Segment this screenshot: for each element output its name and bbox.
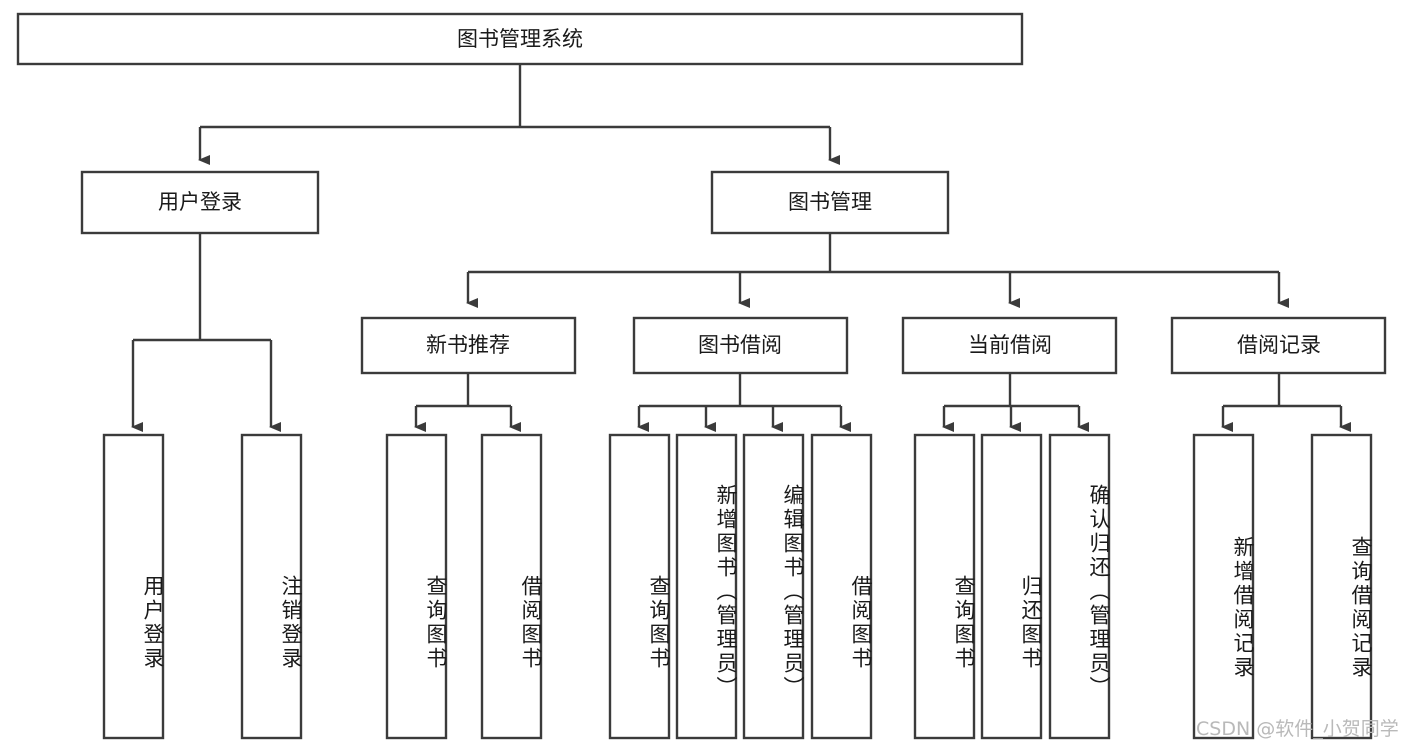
leaf-label-borrow-book-1: 借阅图书 <box>519 575 543 671</box>
leaf-label-user-login: 用户登录 <box>141 575 165 671</box>
node-user-login[interactable] <box>80 170 320 235</box>
leaf-label-query-borrow-record: 查询借阅记录 <box>1349 536 1373 680</box>
leaf-box-borrow-book-2[interactable] <box>810 433 873 740</box>
node-borrow-record[interactable] <box>1170 316 1387 375</box>
connector-borrow-record-to-leaves <box>1221 373 1351 432</box>
node-root-label: 图书管理系统 <box>457 27 583 51</box>
leaf-label-confirm-return-admin: 确认归还（管理员） <box>1087 483 1111 700</box>
node-root-library-system[interactable] <box>16 12 1024 66</box>
leaf-box-query-borrow-record[interactable] <box>1310 433 1373 740</box>
leaf-label-edit-book-admin: 编辑图书（管理员） <box>781 483 805 700</box>
node-book-borrow-label: 图书借阅 <box>698 333 782 357</box>
leaf-label-query-book-1: 查询图书 <box>424 575 448 671</box>
leaf-box-edit-book-admin[interactable] <box>742 433 805 740</box>
node-book-borrow[interactable] <box>632 316 849 375</box>
leaf-label-logout: 注销登录 <box>279 575 303 671</box>
leaf-label-add-book-admin: 新增图书（管理员） <box>714 483 738 700</box>
connector-book-borrow-to-leaves <box>637 373 851 432</box>
leaf-label-borrow-book-2: 借阅图书 <box>849 575 873 671</box>
leaf-box-query-book-3[interactable] <box>913 433 976 740</box>
node-new-book-recommend[interactable] <box>360 316 577 375</box>
connector-book-mgmt-to-level3 <box>466 233 1289 308</box>
leaf-box-return-book[interactable] <box>980 433 1043 740</box>
leaf-box-borrow-book-1[interactable] <box>480 433 543 740</box>
connector-user-login-to-leaves <box>131 233 281 432</box>
leaf-box-confirm-return-admin[interactable] <box>1048 433 1111 740</box>
connector-current-borrow-to-leaves <box>942 373 1089 432</box>
node-book-management-label: 图书管理 <box>788 190 872 214</box>
node-current-borrow[interactable] <box>901 316 1118 375</box>
connector-root-to-level2 <box>198 64 840 165</box>
leaf-box-user-login[interactable] <box>102 433 165 740</box>
leaf-box-query-book-1[interactable] <box>385 433 448 740</box>
leaf-label-add-borrow-record: 新增借阅记录 <box>1231 536 1255 680</box>
node-user-login-label: 用户登录 <box>158 190 242 214</box>
leaf-box-logout[interactable] <box>240 433 303 740</box>
leaf-box-add-book-admin[interactable] <box>675 433 738 740</box>
node-new-book-recommend-label: 新书推荐 <box>426 333 510 357</box>
leaf-label-return-book: 归还图书 <box>1019 575 1043 671</box>
node-current-borrow-label: 当前借阅 <box>968 333 1052 357</box>
leaf-box-add-borrow-record[interactable] <box>1192 433 1255 740</box>
node-book-management[interactable] <box>710 170 950 235</box>
node-borrow-record-label: 借阅记录 <box>1237 333 1321 357</box>
leaf-label-query-book-3: 查询图书 <box>952 575 976 671</box>
leaf-label-query-book-2: 查询图书 <box>647 575 671 671</box>
connector-new-book-rec-to-leaves <box>414 373 521 432</box>
leaf-box-query-book-2[interactable] <box>608 433 671 740</box>
